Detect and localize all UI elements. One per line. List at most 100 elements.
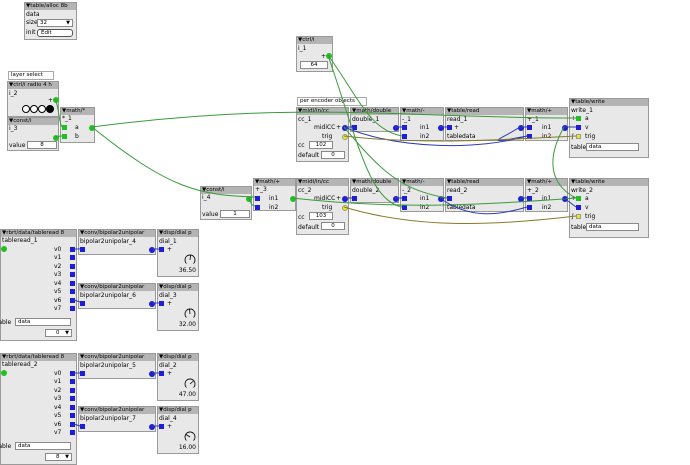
radio-option-3[interactable] [38, 105, 46, 113]
inlet-v[interactable] [576, 125, 581, 130]
table-name-field[interactable]: data [586, 143, 639, 151]
inlet-a[interactable] [62, 125, 67, 130]
inlet[interactable] [80, 424, 85, 429]
object-math-double2[interactable]: ▼math/double double_2 [350, 178, 399, 203]
offset-select[interactable]: 8▼ [45, 453, 72, 461]
outlet-v4[interactable] [70, 281, 75, 286]
collapse-icon[interactable]: ▼ [447, 179, 452, 185]
outlet-v6[interactable] [70, 422, 75, 427]
object-math-sub1[interactable]: ▼math/- -_1 in1 in2 [400, 107, 444, 141]
outlet-green[interactable] [246, 196, 252, 202]
object-table-write1[interactable]: ▼table/write write_1 + a v ∫ trig table … [569, 98, 649, 158]
outlet-green[interactable] [53, 135, 59, 141]
inlet[interactable] [159, 424, 164, 429]
collapse-icon[interactable]: ▼ [298, 179, 303, 185]
inlet-a[interactable] [576, 116, 581, 121]
inlet[interactable] [80, 301, 85, 306]
collapse-icon[interactable]: ▼ [255, 179, 260, 185]
object-dial1[interactable]: ▼disp/dial p dial_1 + 36.50 [157, 229, 199, 277]
object-const-i3[interactable]: ▼const/i i_3 value 8 [7, 117, 59, 151]
object-radio[interactable]: ▼ctrl/i radio 4 h i_2 + [7, 81, 59, 117]
inlet-in2[interactable] [402, 205, 407, 210]
inlet[interactable] [447, 196, 452, 201]
radio-option-4[interactable] [46, 105, 54, 113]
value-spinner[interactable]: 8 [27, 141, 57, 149]
inlet-in2[interactable] [255, 205, 260, 210]
object-math-mul[interactable]: ▼math/* *_1 a b [60, 107, 95, 143]
outlet-v3[interactable] [70, 272, 75, 277]
collapse-icon[interactable]: ▼ [159, 407, 164, 413]
outlet[interactable] [149, 371, 155, 377]
collapse-icon[interactable]: ▼ [159, 284, 164, 290]
inlet-in2[interactable] [527, 205, 532, 210]
inlet-v[interactable] [576, 205, 581, 210]
outlet[interactable] [438, 196, 444, 202]
inlet-in2[interactable] [527, 134, 532, 139]
collapse-icon[interactable]: ▼ [527, 179, 532, 185]
collapse-icon[interactable]: ▼ [80, 230, 85, 236]
comment-layer-select[interactable]: layer select [8, 71, 54, 80]
object-dial3[interactable]: ▼disp/dial p dial_3 + 32.00 [157, 283, 199, 331]
default-spinner[interactable]: 0 [321, 222, 345, 230]
inlet[interactable] [447, 125, 452, 130]
default-spinner[interactable]: 0 [321, 151, 345, 159]
object-math-double1[interactable]: ▼math/double double_1 [350, 107, 399, 132]
inlet-in1[interactable] [527, 125, 532, 130]
object-table-alloc[interactable]: ▼table/alloc 8b data size 32▼ init Edit [24, 2, 77, 40]
object-ctrl-i1[interactable]: ▼ctrl/i i_1 + 64 [296, 36, 333, 72]
offset-select[interactable]: 0▼ [45, 329, 72, 337]
collapse-icon[interactable]: ▼ [159, 230, 164, 236]
inlet[interactable] [80, 371, 85, 376]
inlet[interactable] [159, 247, 164, 252]
object-tableread8-1[interactable]: ▼rbrt/data/tableread 8 tableread_1 v0 v1… [0, 229, 77, 341]
inlet[interactable] [352, 196, 357, 201]
cc-spinner[interactable]: 102 [309, 141, 333, 149]
size-select[interactable]: 32▼ [37, 19, 73, 27]
radio-option-1[interactable] [22, 105, 30, 113]
inlet-a[interactable] [576, 196, 581, 201]
inlet-in2[interactable] [402, 134, 407, 139]
inlet-in1[interactable] [527, 196, 532, 201]
outlet[interactable] [393, 196, 399, 202]
init-edit-button[interactable]: Edit [37, 29, 73, 37]
outlet-v7[interactable] [70, 306, 75, 311]
table-value[interactable]: data [462, 133, 476, 140]
outlet-v7[interactable] [70, 430, 75, 435]
outlet-v2[interactable] [70, 264, 75, 269]
object-tableread8-2[interactable]: ▼rbrt/data/tableread 8 tableread_2 v0 v1… [0, 353, 77, 465]
table-name-field[interactable]: data [15, 318, 71, 326]
inlet[interactable] [352, 125, 357, 130]
object-conv-bipolar7[interactable]: ▼conv/bipolar2unipolar bipolar2unipolar_… [78, 406, 156, 432]
outlet-trig[interactable] [342, 205, 348, 211]
outlet[interactable] [438, 125, 444, 131]
outlet-green[interactable] [326, 53, 332, 59]
radio-option-2[interactable] [30, 105, 38, 113]
cc-spinner[interactable]: 103 [309, 212, 333, 220]
outlet-v5[interactable] [70, 289, 75, 294]
outlet-v1[interactable] [70, 255, 75, 260]
inlet-trig[interactable] [576, 214, 581, 219]
collapse-icon[interactable]: ▼ [62, 108, 67, 114]
outlet[interactable] [518, 125, 524, 131]
collapse-icon[interactable]: ▼ [80, 407, 85, 413]
object-dial4[interactable]: ▼disp/dial p dial_4 + 16.00 [157, 406, 199, 454]
collapse-icon[interactable]: ▼ [80, 354, 85, 360]
collapse-icon[interactable]: ▼ [80, 284, 85, 290]
object-math-sub2[interactable]: ▼math/- -_2 in1 in2 [400, 178, 444, 212]
inlet-b[interactable] [62, 134, 67, 139]
inlet-trig[interactable] [576, 134, 581, 139]
object-table-write2[interactable]: ▼table/write write_2 + a v ∫ trig table … [569, 178, 649, 238]
outlet[interactable] [149, 247, 155, 253]
outlet-green[interactable] [53, 97, 59, 103]
outlet[interactable] [562, 196, 568, 202]
table-name-field[interactable]: data [586, 223, 639, 231]
object-conv-bipolar6[interactable]: ▼conv/bipolar2unipolar bipolar2unipolar_… [78, 283, 156, 309]
inlet-green[interactable] [1, 370, 7, 376]
inlet[interactable] [159, 371, 164, 376]
outlet-v2[interactable] [70, 388, 75, 393]
outlet-v0[interactable] [70, 247, 75, 252]
object-conv-bipolar5[interactable]: ▼conv/bipolar2unipolar bipolar2unipolar_… [78, 353, 156, 379]
object-table-read1[interactable]: ▼table/read read_1 + table data [445, 107, 524, 141]
outlet-midicc[interactable] [342, 196, 348, 202]
